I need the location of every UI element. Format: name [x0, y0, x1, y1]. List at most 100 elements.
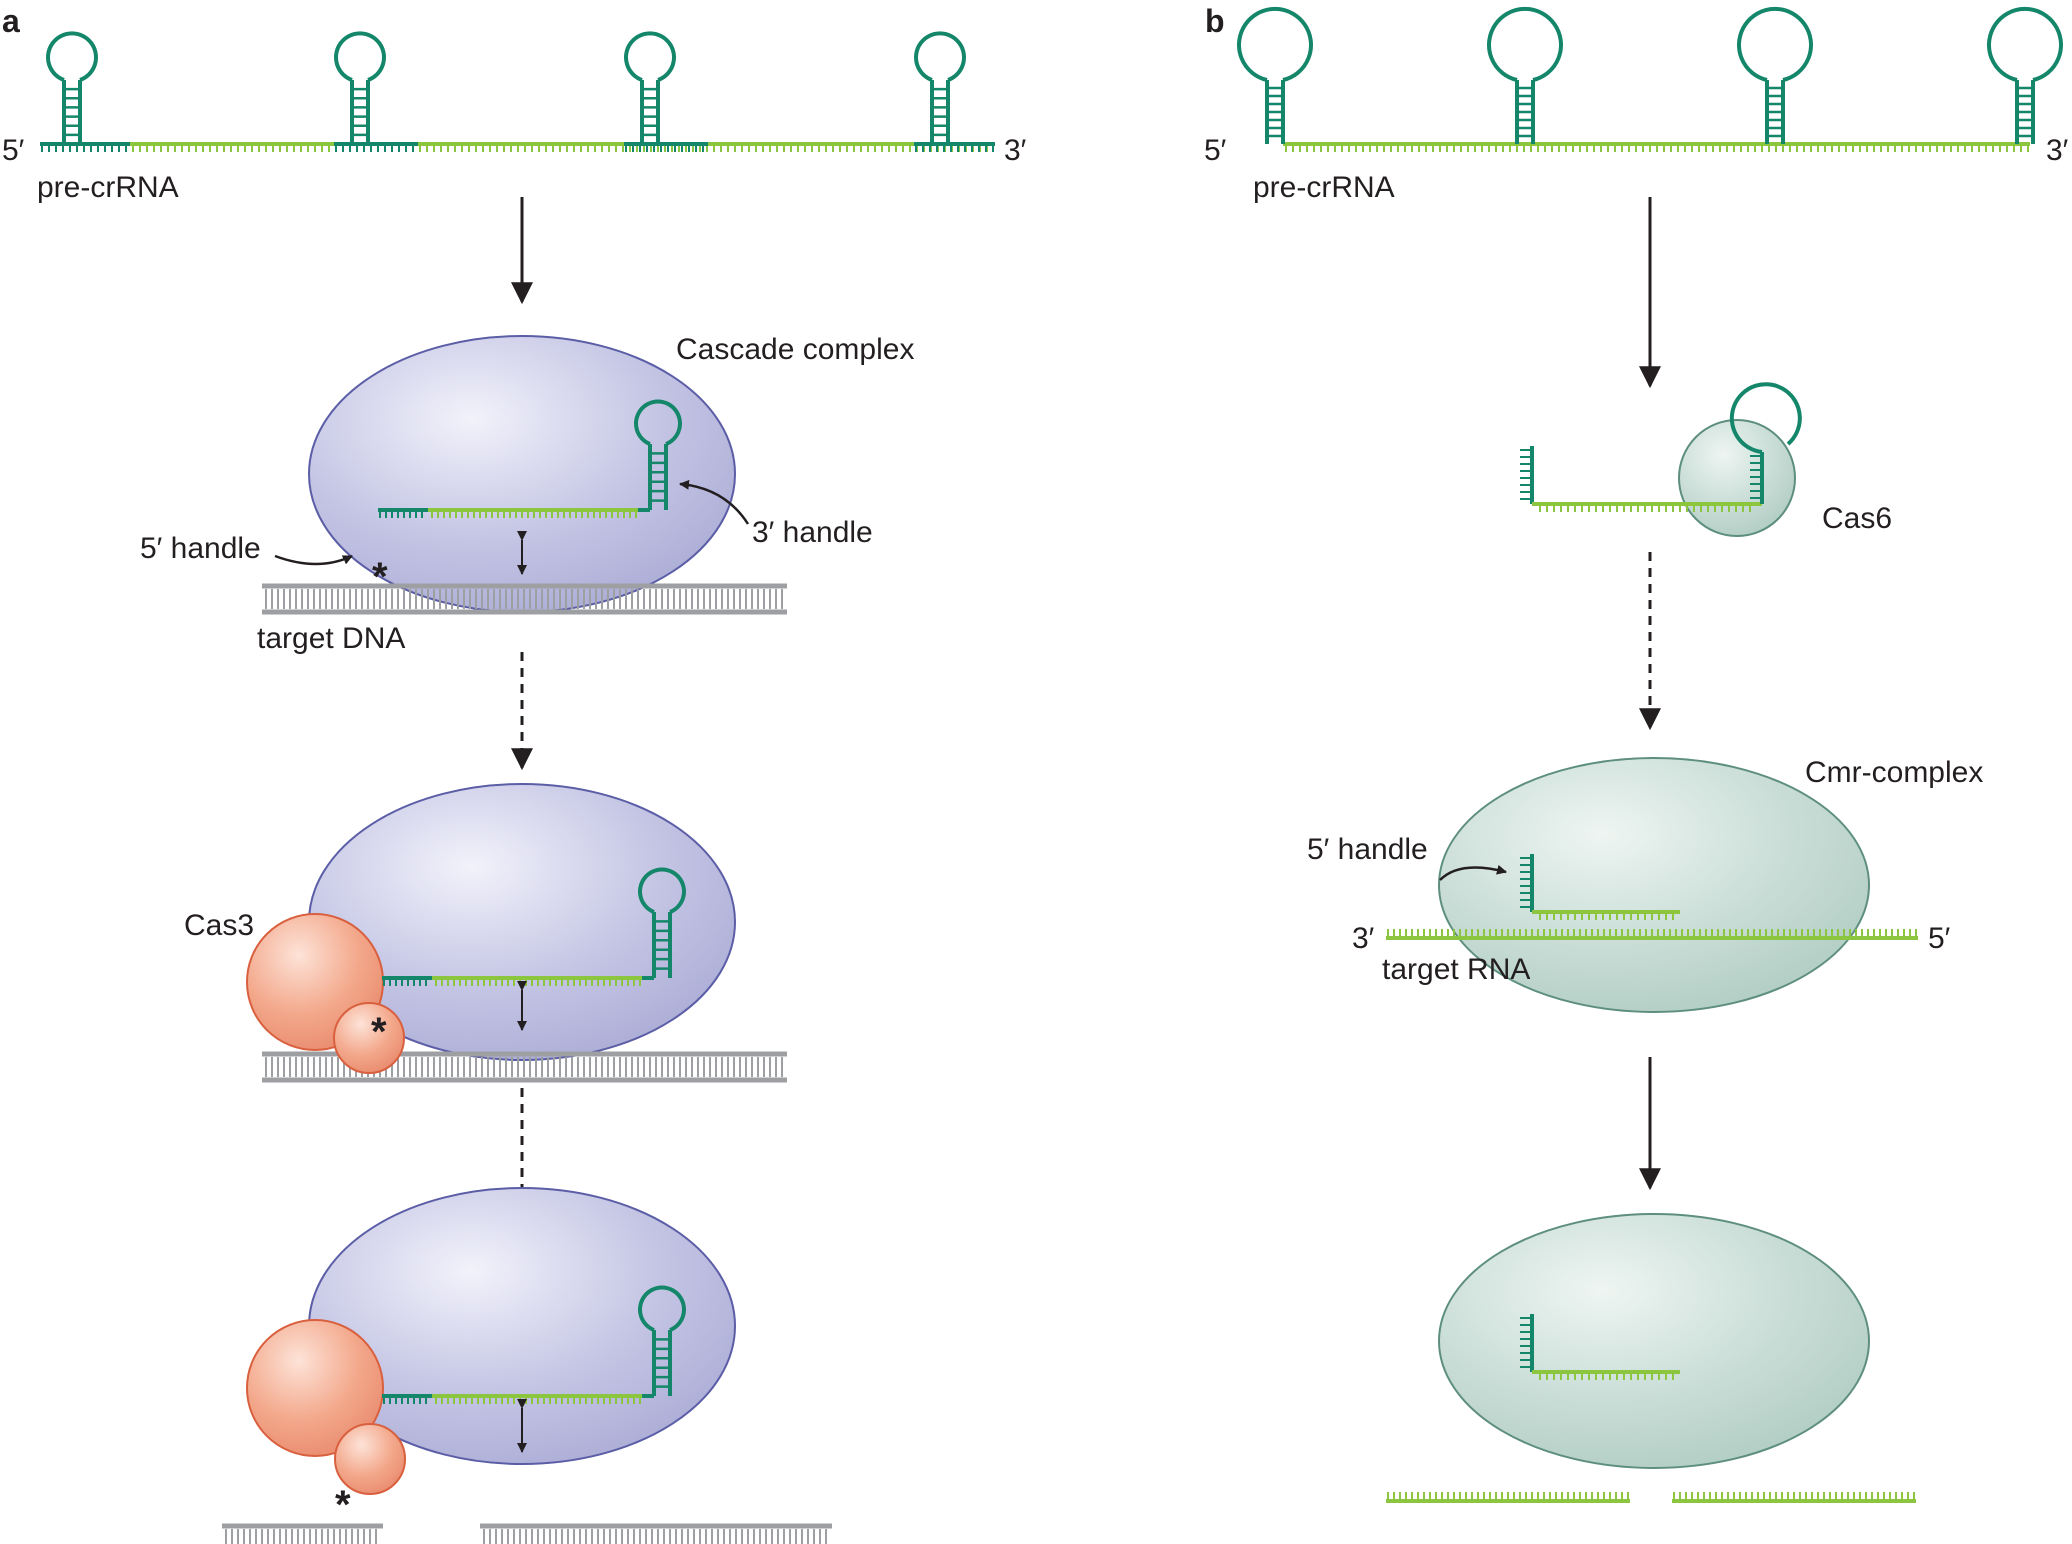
hairpin-base-pairs — [352, 87, 368, 137]
spacer-teeth — [1539, 912, 1674, 920]
hairpin-loop — [638, 867, 686, 914]
hairpin-base-pairs — [1517, 86, 1533, 138]
processed-crrna — [1520, 382, 1802, 512]
crrna-in-cascade — [378, 399, 682, 518]
three-handle-label: 3′ handle — [752, 516, 873, 549]
panel-a: 5′ 3′ pre-crRNA Cascade complex 3′ handl… — [2, 31, 1027, 1544]
hairpin-loop — [334, 31, 386, 82]
hairpins — [46, 31, 966, 144]
five-handle-teeth — [383, 1396, 427, 1404]
hairpin — [46, 31, 98, 144]
cascade-stage-3: * — [222, 1187, 832, 1544]
cmr-stage-1: Cmr-complex 5′ handle 3′ 5′ target RNA — [1307, 756, 1983, 1013]
asterisk: * — [371, 1010, 387, 1054]
target-rna-label: target RNA — [1382, 953, 1530, 986]
pre-crrna-a: 5′ 3′ pre-crRNA — [2, 31, 1027, 204]
three-handle-loop — [1729, 382, 1802, 454]
repeat-teeth — [625, 144, 704, 152]
hairpin-loop — [1987, 6, 2063, 82]
cmr-stage-2 — [1386, 1213, 1916, 1503]
hairpin-loop — [634, 399, 682, 446]
cleaved-dna-fragment — [222, 1523, 383, 1544]
hairpin-base-pairs — [642, 87, 658, 137]
five-handle-pointer — [274, 554, 353, 566]
hairpin-base-pairs — [932, 87, 948, 137]
hairpin — [638, 867, 686, 978]
spacer-teeth — [435, 978, 641, 986]
asterisk: * — [335, 1483, 351, 1527]
cascade-stage-2: * Cas3 — [184, 783, 787, 1083]
pre-crrna-label: pre-crRNA — [1253, 171, 1395, 204]
cas6-stage: Cas6 — [1520, 382, 1892, 537]
cmr-complex-label: Cmr-complex — [1805, 756, 1983, 789]
pre-crrna-b: 5′ 3′ pre-crRNA — [1204, 6, 2069, 204]
panel-label-a: a — [2, 3, 20, 39]
target-dna — [262, 583, 787, 615]
five-handle-label: 5′ handle — [1307, 833, 1428, 866]
five-handle-teeth — [383, 978, 427, 986]
hairpin — [638, 1285, 686, 1396]
five-handle-teeth — [1520, 857, 1532, 908]
dna-base-pairs — [225, 1529, 377, 1544]
five-prime-label: 5′ — [1204, 134, 1227, 167]
five-handle-teeth — [1520, 1317, 1532, 1368]
five-handle-teeth — [379, 510, 423, 518]
repeat-teeth — [41, 144, 127, 152]
hairpin-loop — [914, 31, 966, 82]
pre-crrna-label: pre-crRNA — [37, 171, 179, 204]
cas6-label: Cas6 — [1822, 502, 1892, 535]
hairpin — [334, 31, 386, 144]
panel-b: 5′ 3′ pre-crRNA Cas6 Cmr-complex 5′ hand… — [1204, 6, 2069, 1503]
three-prime-label: 3′ — [2046, 134, 2069, 167]
cmr-complex — [1438, 757, 1870, 1013]
hairpin-loop — [1487, 6, 1563, 82]
hairpin-base-pairs — [654, 920, 670, 970]
cas3-label: Cas3 — [184, 909, 254, 942]
dna-base-pairs — [265, 589, 783, 609]
repeat-teeth — [915, 144, 994, 152]
hairpin — [624, 31, 676, 144]
asterisk: * — [372, 555, 388, 599]
five-prime-label: 5′ — [2, 134, 25, 167]
cleaved-dna-fragment — [480, 1523, 832, 1544]
hairpin — [914, 31, 966, 144]
spacer-teeth — [431, 510, 637, 518]
dna-base-pairs — [483, 1529, 827, 1544]
hairpin-base-pairs — [1267, 86, 1283, 138]
target-rna — [1386, 929, 1918, 940]
hairpin — [1737, 6, 1813, 144]
cas3-nuclease-domain — [334, 1423, 406, 1495]
hairpin-loop — [638, 1285, 686, 1332]
hairpin-base-pairs — [1767, 86, 1783, 138]
hairpin-loop — [624, 31, 676, 82]
rna-bases — [1387, 1492, 1629, 1501]
target-dna-label: target DNA — [257, 622, 405, 655]
five-handle-teeth — [1520, 449, 1532, 500]
cmr-complex — [1438, 1213, 1870, 1469]
cleaved-rna-fragment — [1386, 1492, 1630, 1503]
spacer-teeth — [1285, 144, 2029, 152]
cas3-protein — [246, 1319, 384, 1457]
crrna-in-cmr — [1520, 854, 1680, 920]
rna-bases — [1673, 1492, 1915, 1501]
hairpin-loop — [1737, 6, 1813, 82]
five-handle-pointer — [1439, 864, 1507, 881]
hairpin-loop — [1237, 6, 1313, 82]
hairpin-base-pairs — [654, 1338, 670, 1388]
three-handle-teeth — [1750, 455, 1762, 499]
hairpin — [1987, 6, 2063, 144]
rna-bases — [1387, 929, 1917, 938]
hairpin-base-pairs — [2017, 86, 2033, 138]
hairpins — [1237, 6, 2063, 144]
panel-label-b: b — [1205, 3, 1225, 39]
hairpin-base-pairs — [64, 87, 80, 137]
five-handle-label: 5′ handle — [140, 532, 261, 565]
crrna-in-cmr — [1520, 1314, 1680, 1380]
spacer-teeth — [1539, 504, 1751, 512]
three-handle-pointer — [679, 479, 750, 525]
cleaved-rna-fragment — [1672, 1492, 1916, 1503]
spacer-teeth — [435, 1396, 641, 1404]
hairpin-base-pairs — [650, 452, 666, 502]
